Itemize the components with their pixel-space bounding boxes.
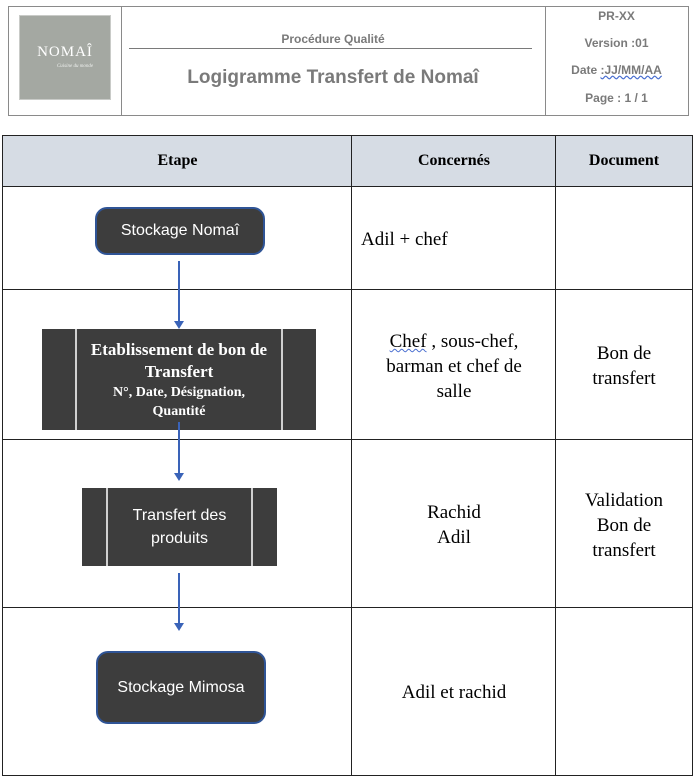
row2-concernes-line3: salle <box>436 381 472 402</box>
step-stockage-mimosa: Stockage Mimosa <box>96 651 266 724</box>
row3-concernes-line2: Adil <box>437 527 471 548</box>
column-divider <box>555 136 556 775</box>
procedure-table: Etape Concernés Document Adil + chef Che… <box>2 135 693 776</box>
step-etablissement-bon: Etablissement de bon de Transfert N°, Da… <box>42 329 316 430</box>
logo-cell: NOMAÎ Cuisine du monde <box>9 7 122 115</box>
step-transfert-produits: Transfert des produits <box>82 488 277 566</box>
row-divider <box>3 289 692 290</box>
process-side-bar <box>251 488 253 566</box>
date: Date :JJ/MM/AA <box>545 63 688 77</box>
step-stockage-nomai-label: Stockage Nomaî <box>120 222 240 239</box>
step-transfert-line2: produits <box>151 530 208 547</box>
row4-concernes: Adil et rachid <box>401 682 507 703</box>
meta-cell <box>545 7 689 115</box>
header-document: Document <box>588 152 660 169</box>
row2-concernes-line2: barman et chef de <box>386 356 522 377</box>
row3-concernes: Rachid Adil <box>352 500 556 550</box>
flow-arrow-2 <box>174 422 184 481</box>
page-number: Page : 1 / 1 <box>585 91 648 105</box>
row2-concernes-rest: , sous-chef, <box>426 331 519 352</box>
title-divider <box>129 48 532 49</box>
row2-concernes: Chef , sous-chef, barman et chef de sall… <box>352 329 556 404</box>
row2-concernes-line1: Chef , sous-chef, <box>352 329 556 354</box>
reference: PR-XX <box>598 9 635 23</box>
row2-document-line2: transfert <box>592 368 656 389</box>
process-side-bar <box>281 329 283 430</box>
step-stockage-nomai: Stockage Nomaî <box>95 207 265 255</box>
row2-concernes-chef: Chef <box>389 331 427 352</box>
version: Version :01 <box>584 36 649 50</box>
step-etablissement-title: Etablissement de bon de Transfert <box>90 339 268 381</box>
date-label: Date <box>571 63 601 77</box>
document-title: Logigramme Transfert de Nomaî <box>187 67 479 88</box>
row3-document-line3: transfert <box>592 540 656 561</box>
row2-document-line1: Bon de <box>596 343 652 364</box>
column-divider <box>351 136 352 775</box>
row-divider <box>3 607 692 608</box>
logo-brand: NOMAÎ <box>37 44 93 60</box>
document-header: NOMAÎ Cuisine du monde Procédure Qualité… <box>8 6 689 116</box>
procedure-label: Procédure Qualité <box>281 32 385 46</box>
process-side-bar <box>75 329 77 430</box>
header-etape: Etape <box>157 152 198 169</box>
row1-concernes: Adil + chef <box>361 229 448 250</box>
row3-document: Validation Bon de transfert <box>556 488 692 563</box>
table-header-row <box>3 136 692 186</box>
step-etablissement-subtitle: N°, Date, Désignation, Quantité <box>113 384 245 419</box>
logo-tagline: Cuisine du monde <box>56 64 94 69</box>
row2-document: Bon de transfert <box>556 341 692 391</box>
flow-arrow-1 <box>174 261 184 329</box>
header-concernes: Concernés <box>418 152 490 169</box>
row3-document-line1: Validation <box>584 490 664 511</box>
step-transfert-line1: Transfert des <box>132 507 227 524</box>
process-side-bar <box>106 488 108 566</box>
nomai-logo: NOMAÎ Cuisine du monde <box>19 15 111 100</box>
step-stockage-mimosa-label: Stockage Mimosa <box>117 678 245 696</box>
flow-arrow-3 <box>174 573 184 631</box>
row-divider <box>3 186 692 187</box>
row-divider <box>3 439 692 440</box>
row3-document-line2: Bon de <box>596 515 652 536</box>
row3-concernes-line1: Rachid <box>427 502 481 523</box>
date-value: :JJ/MM/AA <box>600 63 662 77</box>
